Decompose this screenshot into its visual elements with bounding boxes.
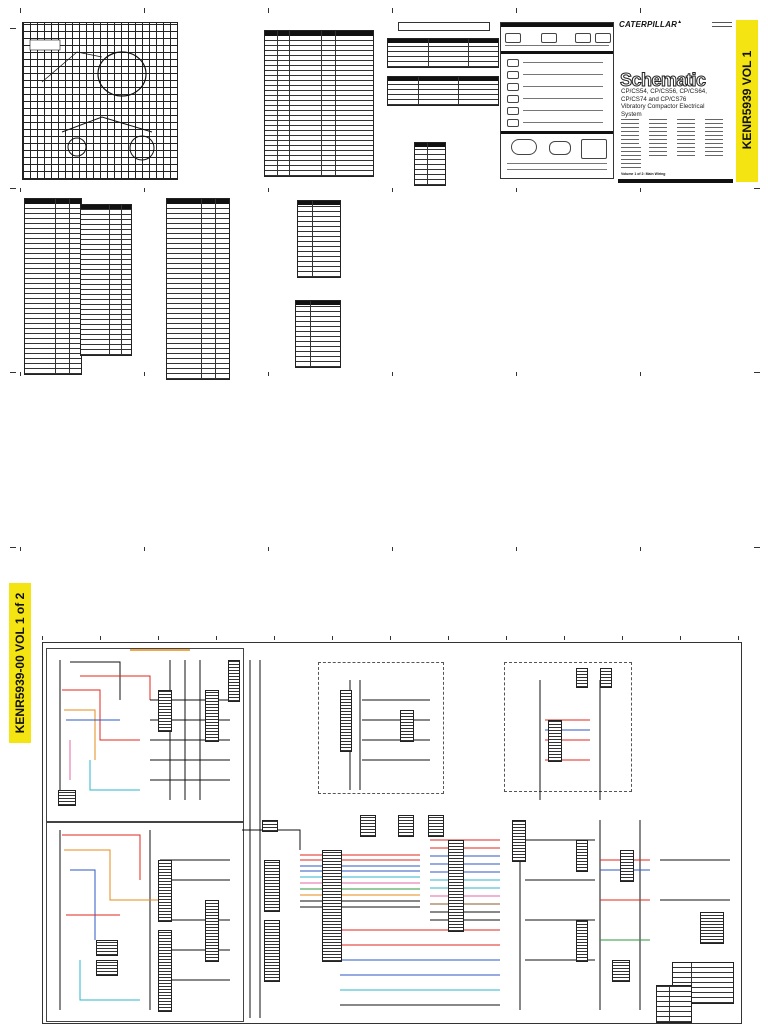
schematic-border-ticks	[42, 636, 740, 640]
volume-note: Volume 1 of 2: Main Wiring	[621, 172, 666, 176]
component-table-left	[24, 198, 82, 375]
connector-block	[612, 960, 630, 982]
connector-block	[264, 920, 280, 982]
fuse-table	[414, 142, 446, 186]
tick-row-lower	[20, 547, 740, 551]
connector-block	[158, 860, 172, 922]
connector-block	[448, 840, 464, 932]
connector-block	[340, 690, 352, 752]
crop-mark	[754, 188, 760, 189]
system-description: Vibratory Compactor Electrical System	[621, 103, 705, 118]
document-title: Schematic	[620, 70, 707, 91]
component-notes-table	[656, 985, 692, 1023]
harness-connector-table	[264, 30, 374, 177]
table-header-box	[398, 22, 490, 31]
connector-block	[576, 840, 588, 872]
connector-block	[262, 820, 278, 832]
title-divider-bar	[618, 179, 733, 183]
connector-block	[620, 850, 634, 882]
tick-row-bottom	[20, 372, 740, 376]
right-module-frame	[504, 662, 632, 792]
connector-block	[158, 930, 172, 1012]
crop-mark	[754, 547, 760, 548]
connector-block	[322, 850, 342, 962]
connector-block	[96, 940, 118, 956]
propel-circuit-frame	[46, 822, 244, 1022]
crop-mark	[10, 372, 16, 373]
connector-block	[428, 815, 444, 837]
document-date-small	[712, 26, 732, 27]
circuit-table	[166, 198, 230, 380]
splice-table	[295, 300, 341, 368]
connector-block	[158, 690, 172, 732]
electrical-symbols-panel	[500, 22, 614, 179]
connector-block	[58, 790, 76, 806]
tick-row-middle	[20, 188, 740, 192]
relay-table	[297, 200, 341, 278]
connector-block	[205, 900, 219, 962]
engine-circuit-frame	[46, 648, 244, 822]
wire-color-table	[387, 38, 499, 68]
connector-block	[576, 668, 588, 688]
connector-block	[548, 720, 562, 762]
display-module-frame	[318, 662, 444, 794]
connector-block	[400, 710, 414, 742]
connector-block	[512, 820, 526, 862]
crop-mark	[10, 28, 16, 29]
volume-tab-left	[9, 583, 31, 743]
connector-block	[576, 920, 588, 962]
connector-block	[205, 690, 219, 742]
connector-block	[228, 660, 240, 702]
serial-number-prefix-table-2	[621, 144, 641, 168]
document-number-small	[712, 22, 732, 23]
connector-block	[600, 668, 612, 688]
connector-block	[264, 860, 280, 912]
caterpillar-logo: CATERPILLAR	[619, 20, 682, 29]
connector-block	[360, 815, 376, 837]
harness-identification-table	[387, 76, 499, 106]
crop-mark	[10, 547, 16, 548]
crop-mark	[754, 372, 760, 373]
model-list: CP/CS54, CP/CS56, CP/CS64, CP/CS74 and C…	[621, 88, 707, 103]
crop-mark	[10, 188, 16, 189]
connector-block	[398, 815, 414, 837]
tick-row-top	[20, 8, 740, 13]
connector-block	[96, 960, 118, 976]
volume-tab-right	[736, 20, 758, 182]
machine-outline-drawing	[29, 39, 155, 161]
component-table-center	[80, 204, 132, 356]
connector-block	[700, 912, 724, 944]
